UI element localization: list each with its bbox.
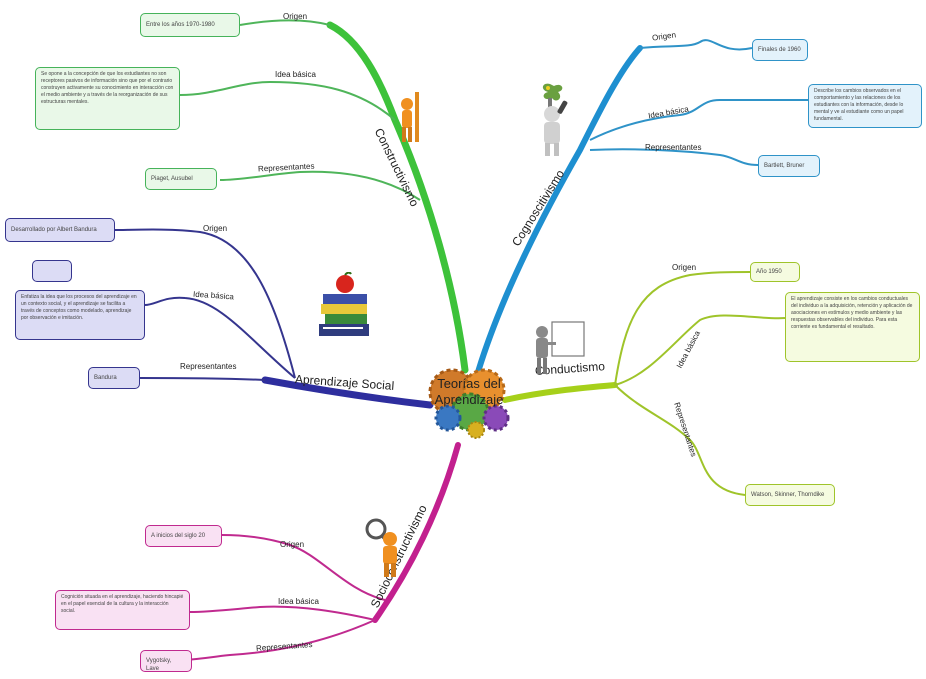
node-cognoscitivismo-representantes[interactable]: Bartlett, Bruner: [758, 155, 820, 177]
link-conductismo-main: [502, 382, 618, 403]
figure-pencil-icon: [401, 92, 419, 142]
link-cognoscitivismo-main: [475, 45, 643, 375]
node-constructivismo-idea[interactable]: Se opone a la concepción de que los estu…: [35, 67, 180, 130]
center-title: Teorías del Aprendizaje: [424, 376, 514, 408]
link-cognoscitivismo-origen: [639, 39, 753, 51]
link-constructivismo-main: [326, 21, 469, 374]
node-social-idea[interactable]: Enfatiza la idea que los procesos del ap…: [15, 290, 145, 340]
link-social-idea: [144, 296, 296, 379]
link-conductismo-idea: [614, 314, 786, 386]
center-title-line1: Teorías del: [437, 376, 501, 391]
link-socio-main: [372, 442, 461, 623]
label-constructivismo-idea: Idea básica: [275, 70, 316, 79]
figure-thinking-plant-icon: [542, 83, 568, 156]
link-social-main: [261, 376, 434, 409]
label-constructivismo-origen: Origen: [283, 12, 308, 21]
center-title-line2: Aprendizaje: [434, 392, 504, 407]
center-gears-icon: [428, 368, 510, 439]
link-social-rep: [139, 377, 266, 381]
node-social-origen[interactable]: Desarrollado por Albert Bandura: [5, 218, 115, 242]
link-constructivismo-origen: [239, 19, 331, 26]
link-socio-rep: [179, 619, 376, 661]
link-socio-origen: [221, 534, 386, 601]
link-social-origen: [114, 228, 296, 379]
node-cognoscitivismo-idea[interactable]: Describe los cambios observados en el co…: [808, 84, 922, 128]
link-constructivismo-idea: [179, 80, 396, 121]
label-social-representantes: Representantes: [180, 362, 237, 371]
node-socio-representantes[interactable]: Vygotsky, Lave: [140, 650, 192, 672]
node-socio-idea[interactable]: Cognición situada en el aprendizaje, hac…: [55, 590, 190, 630]
node-constructivismo-representantes[interactable]: Piaget, Ausubel: [145, 168, 217, 190]
label-conductismo-origen: Origen: [672, 263, 697, 272]
node-conductismo-idea[interactable]: El aprendizaje consiste en los cambios c…: [785, 292, 920, 362]
label-cognoscitivismo-representantes: Representantes: [645, 143, 702, 152]
link-cognoscitivismo-idea: [589, 99, 808, 141]
link-constructivismo-rep: [219, 170, 421, 201]
node-socio-origen[interactable]: A inicios del siglo 20: [145, 525, 222, 547]
label-socio-origen: Origen: [280, 540, 305, 549]
link-conductismo-origen: [614, 271, 751, 386]
books-apple-icon: [319, 272, 369, 336]
label-socio-idea: Idea básica: [278, 597, 319, 606]
node-constructivismo-origen[interactable]: Entre los años 1970-1980: [140, 13, 240, 37]
node-conductismo-origen[interactable]: Año 1950: [750, 262, 800, 282]
figure-magnifier-icon: [365, 518, 397, 577]
label-social-origen: Origen: [203, 224, 228, 233]
figure-whiteboard-icon: [536, 321, 585, 374]
node-cognoscitivismo-origen[interactable]: Finales de 1960: [752, 39, 808, 61]
link-cognoscitivismo-rep: [589, 148, 759, 166]
node-conductismo-representantes[interactable]: Watson, Skinner, Thorndike: [745, 484, 835, 506]
node-social-representantes[interactable]: Bandura: [88, 367, 140, 389]
link-socio-idea: [189, 605, 376, 621]
node-social-extra[interactable]: [32, 260, 72, 282]
link-conductismo-rep: [614, 384, 746, 496]
